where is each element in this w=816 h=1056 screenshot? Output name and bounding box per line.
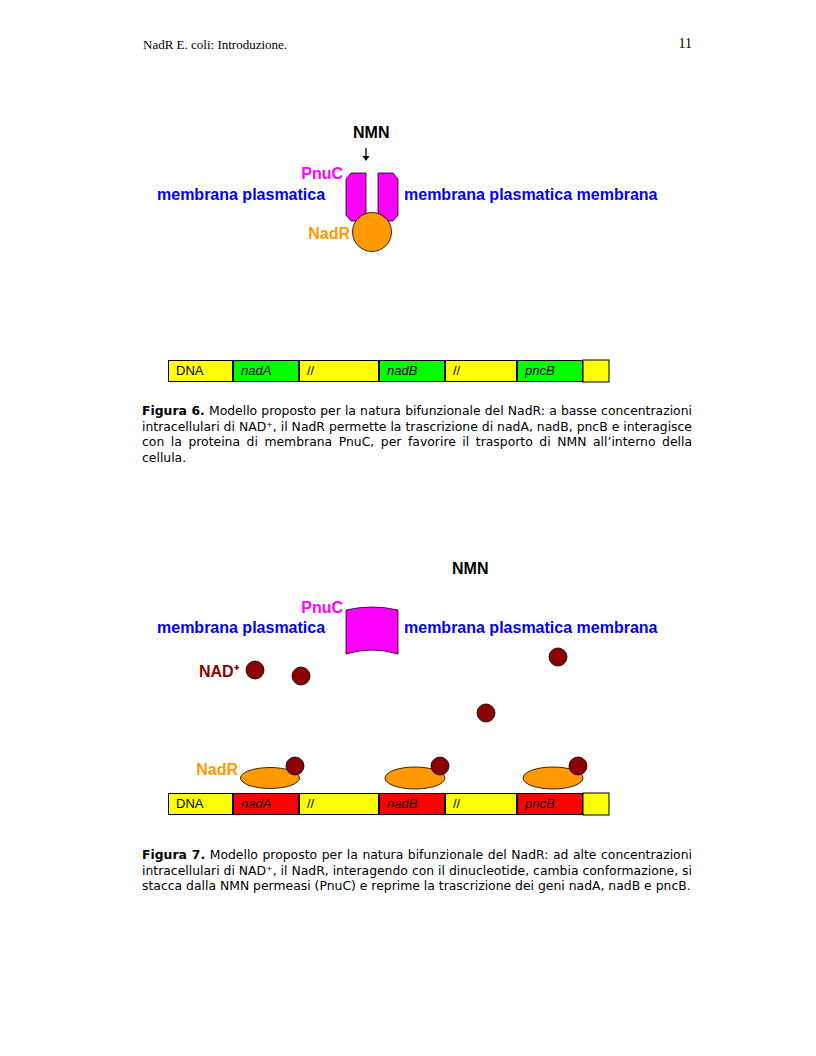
nadr-oval: [523, 767, 583, 789]
protein-oval: [241, 768, 300, 789]
nad-molecule: [286, 757, 304, 775]
membrane-label: membrana plasmatica: [157, 186, 325, 204]
gene-label: nadA: [241, 363, 271, 378]
protein-name: NadR: [308, 225, 350, 243]
caption-text: Modello proposto per la natura bifunzion…: [142, 847, 692, 893]
gene-label: //: [307, 363, 314, 378]
dna-end: [583, 360, 609, 382]
arrow-head: [363, 156, 370, 161]
molecule-label: NMN: [353, 124, 389, 142]
nad-molecule: [292, 667, 310, 685]
nad-molecule: [246, 661, 264, 679]
gene-label: //: [307, 796, 314, 811]
membrane-label: membrana plasmatica: [157, 619, 325, 637]
gene-label: nadB: [387, 363, 417, 378]
node-outline: [345, 606, 399, 656]
permease-half: [346, 173, 366, 221]
dna-segment: //: [445, 360, 517, 382]
figure-number: Figura 6.: [142, 403, 205, 418]
nadr-oval: [385, 767, 445, 789]
gene-label: //: [453, 363, 460, 378]
nad-molecule: [477, 704, 495, 722]
molecule-label: NAD⁺: [199, 660, 239, 682]
dna-segment: //: [299, 793, 379, 815]
gene-label: pncB: [525, 796, 555, 811]
protein-circle: [353, 213, 392, 252]
node-outline: [352, 212, 392, 252]
figure-caption: Figura 7. Modello proposto per la natura…: [142, 847, 692, 894]
dna-segment: nadA: [233, 360, 299, 382]
figure-number: Figura 7.: [142, 847, 205, 862]
gene-label: nadB: [387, 796, 417, 811]
nad-molecule: [431, 757, 449, 775]
dna-segment: DNA: [168, 793, 233, 815]
dna-segment: nadA: [233, 793, 299, 815]
dna-segment: nadB: [379, 793, 445, 815]
dna-segment: //: [445, 793, 517, 815]
gene-label: nadA: [241, 796, 271, 811]
gene-label: //: [453, 796, 460, 811]
running-header: NadR E. coli: Introduzione.: [143, 37, 287, 53]
permease-half: [378, 173, 398, 221]
permease-closed: [346, 607, 398, 654]
nad-molecule: [569, 757, 587, 775]
membrane-label: membrana plasmatica membrana: [404, 619, 657, 637]
gene-label: pncB: [525, 363, 555, 378]
caption-text: Modello proposto per la natura bifunzion…: [142, 403, 692, 465]
gene-label: DNA: [176, 363, 203, 378]
gene-label: DNA: [176, 796, 203, 811]
page-number: 11: [679, 36, 692, 52]
dna-segment: pncB: [517, 793, 583, 815]
figure-caption: Figura 6. Modello proposto per la natura…: [142, 403, 692, 465]
protein-name: PnuC: [301, 165, 343, 183]
protein-name: NadR: [196, 761, 238, 779]
dna-segment: DNA: [168, 360, 233, 382]
molecule-label: NMN: [452, 560, 488, 578]
dna-segment: pncB: [517, 360, 583, 382]
nad-molecule: [549, 648, 567, 666]
protein-name: PnuC: [301, 599, 343, 617]
permease-shape: PnuC: [345, 606, 399, 656]
nadr-protein: NadR: [352, 212, 392, 252]
node-outline: [240, 767, 300, 789]
dna-end: [583, 793, 609, 815]
arrow-line: [365, 148, 366, 157]
nadr-protein: NadR: [240, 767, 300, 789]
membrane-label: membrana plasmatica membrana: [404, 186, 657, 204]
dna-segment: nadB: [379, 360, 445, 382]
dna-segment: //: [299, 360, 379, 382]
